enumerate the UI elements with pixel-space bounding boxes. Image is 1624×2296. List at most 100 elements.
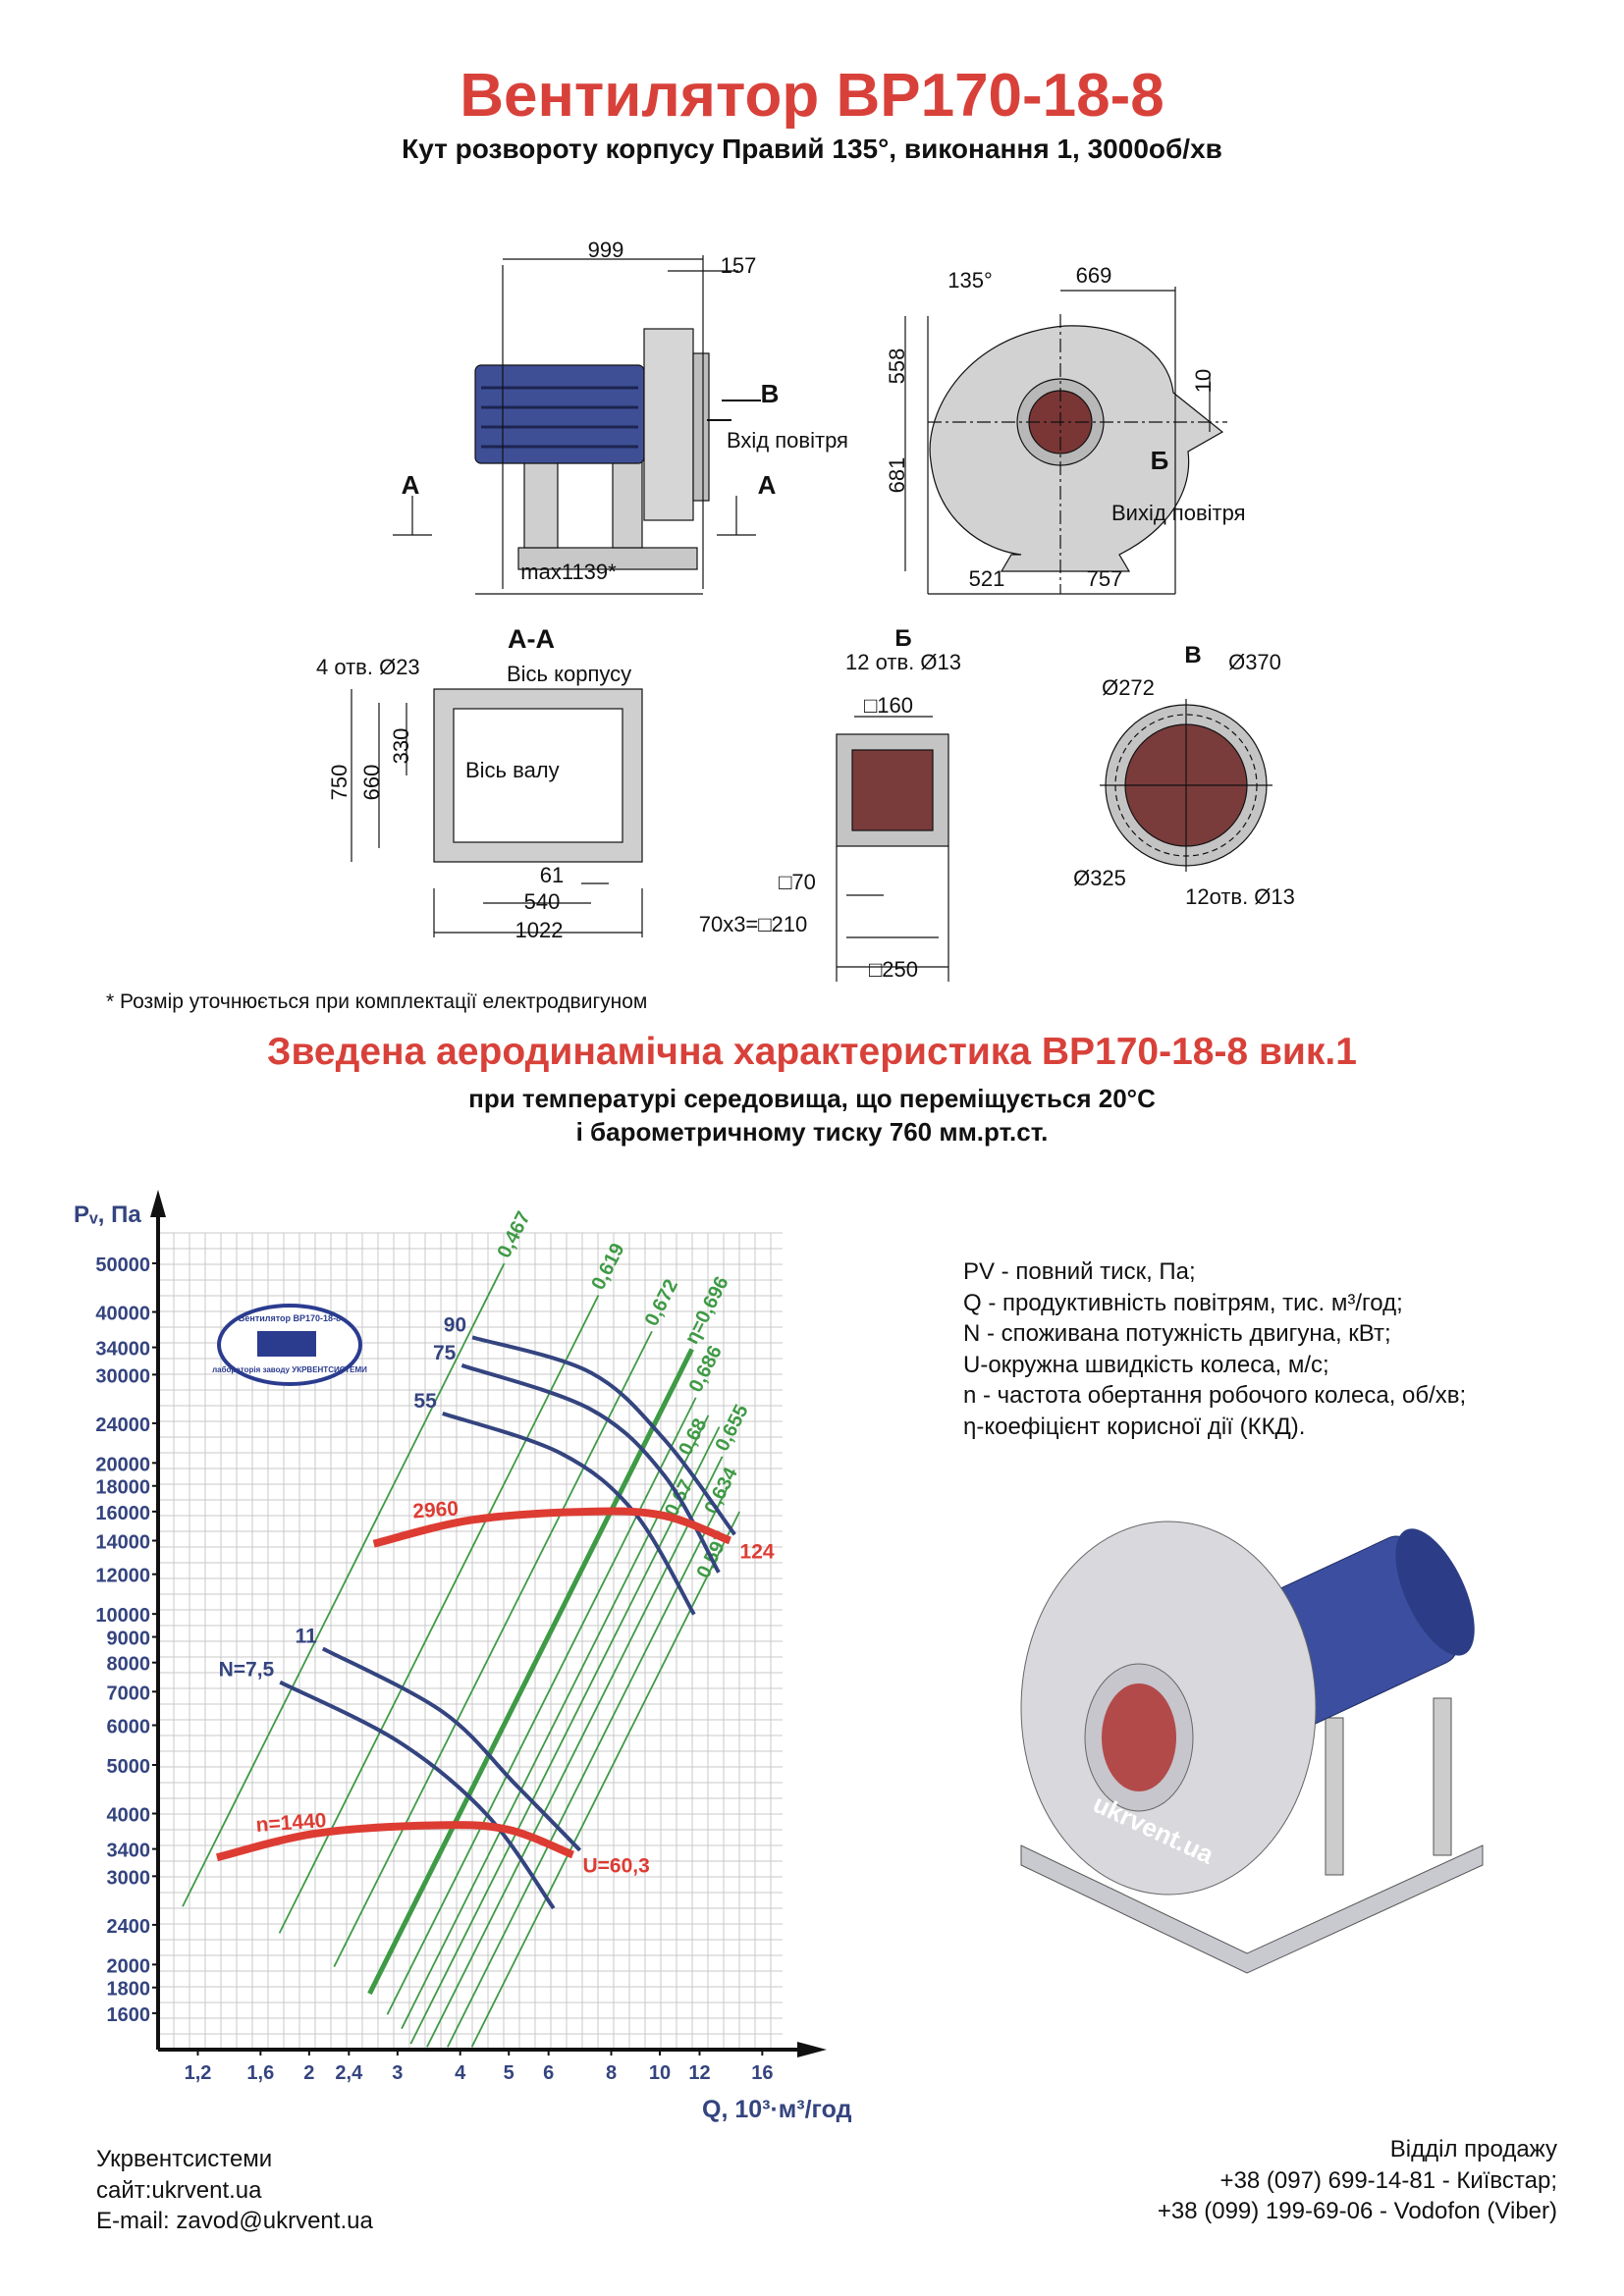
section-subtitle-2: і барометричному тиску 760 мм.рт.ст. — [575, 1117, 1049, 1147]
y-tick-label: 7000 — [107, 1682, 151, 1704]
y-tick-label: 10000 — [95, 1605, 150, 1627]
dim-750: 750 — [327, 765, 352, 801]
legend-item: n - частота обертання робочого колеса, о… — [963, 1382, 1467, 1410]
legend-item: PV - повний тиск, Па; — [963, 1258, 1196, 1285]
air-inlet-label: Вхід повітря — [727, 428, 848, 453]
x-tick-label: 2 — [303, 2062, 314, 2084]
power-curve-label: N=7,5 — [219, 1659, 275, 1682]
y-tick-label: 34000 — [95, 1339, 150, 1361]
footer-sales: Відділ продажу +38 (097) 699-14-81 - Киї… — [1158, 2134, 1557, 2227]
power-curve-label: 11 — [296, 1625, 318, 1647]
legend-item: Q - продуктивність повітрям, тис. м³/год… — [963, 1289, 1403, 1316]
y-tick-label: 2400 — [107, 1916, 151, 1938]
x-axis-label: Q, 10³·м³/год — [702, 2096, 852, 2123]
x-tick-label: 1,6 — [246, 2062, 274, 2084]
y-tick-label: 6000 — [107, 1717, 151, 1738]
x-tick-label: 3 — [392, 2062, 403, 2084]
dim-558: 558 — [885, 348, 909, 385]
dim-330: 330 — [389, 728, 413, 765]
efficiency-line — [426, 1456, 724, 2048]
section-mark-left: А — [402, 470, 420, 500]
sales-title: Відділ продажу — [1389, 2136, 1557, 2163]
y-tick-label: 1600 — [107, 2004, 151, 2026]
dim-521: 521 — [969, 566, 1005, 591]
outlet-flange-view — [836, 716, 949, 982]
x-tick-label: 8 — [606, 2062, 617, 2084]
dim-70: □70 — [779, 870, 816, 894]
dim-757: 757 — [1087, 566, 1123, 591]
website[interactable]: сайт:ukrvent.ua — [96, 2176, 262, 2204]
y-tick-label: 5000 — [107, 1756, 151, 1778]
y-tick-label: 12000 — [95, 1566, 150, 1587]
speed-curve-label: n=1440 — [255, 1809, 327, 1837]
inlet-holes-label: 12отв. Ø13 — [1185, 884, 1295, 909]
footnote: * Розмір уточнюється при комплектації ел… — [106, 990, 648, 1013]
holes-d23-label: 4 отв. Ø23 — [316, 655, 420, 679]
stamp-fan-icon — [257, 1331, 316, 1357]
dim-157: 157 — [721, 253, 757, 278]
x-tick-label: 16 — [751, 2062, 773, 2084]
phone-kyivstar[interactable]: +38 (097) 699-14-81 - Київстар; — [1219, 2166, 1557, 2194]
y-tick-label: 2000 — [107, 1955, 151, 1977]
section-subtitle-1: при температурі середовища, що переміщує… — [468, 1084, 1156, 1113]
efficiency-line — [367, 1348, 694, 1996]
efficiency-label: 0,634 — [700, 1464, 742, 1518]
legend-item: N - споживана потужність двигуна, кВт; — [963, 1320, 1391, 1348]
efficiency-label: η=0,696 — [681, 1273, 733, 1348]
y-tick-label: 3000 — [107, 1867, 151, 1889]
efficiency-line — [333, 1330, 653, 1967]
section-title: Зведена аеродинамічна характеристика ВР1… — [267, 1031, 1357, 1073]
technical-drawings: 999 157 В Вхід повітря А А max1139* 135°… — [316, 238, 1295, 982]
efficiency-line — [182, 1262, 506, 1907]
speed-curve — [372, 1507, 731, 1548]
efficiency-label: 0,619 — [587, 1240, 628, 1294]
view-v-title: В — [1184, 642, 1201, 668]
stamp-text-top: Вентилятор ВР170-18-8 — [239, 1313, 341, 1323]
efficiency-line — [470, 1511, 741, 2048]
dim-1022: 1022 — [515, 918, 564, 942]
efficiency-line — [409, 1426, 721, 2045]
page-subtitle: Кут розвороту корпусу Правий 135°, викон… — [402, 133, 1222, 164]
dim-210: 70х3=□210 — [699, 912, 808, 936]
dim-681: 681 — [885, 457, 909, 494]
dim-d370: Ø370 — [1228, 650, 1281, 674]
y-tick-label: 1800 — [107, 1979, 151, 2001]
legend: PV - повний тиск, Па; Q - продуктивність… — [963, 1256, 1466, 1443]
dim-160: □160 — [864, 693, 913, 718]
aerodynamic-chart: Вентилятор ВР170-18-8 лабораторія заводу … — [74, 1190, 852, 2123]
section-mark-right: А — [758, 470, 777, 500]
y-tick-label: 20000 — [95, 1454, 150, 1475]
stamp-text-bottom: лабораторія заводу УКРВЕНТСИСТЕМИ — [212, 1365, 367, 1374]
y-tick-label: 4000 — [107, 1805, 151, 1827]
y-tick-label: 50000 — [95, 1255, 150, 1276]
y-tick-label: 3400 — [107, 1841, 151, 1862]
section-aa-title: А-А — [508, 624, 555, 654]
company-name: Укрвентсистеми — [96, 2146, 273, 2172]
side-view — [393, 255, 761, 595]
housing-axis-label: Вісь корпусу — [507, 662, 631, 686]
speed-curve — [216, 1821, 575, 1862]
outlet-holes-label: 12 отв. Ø13 — [845, 650, 961, 674]
y-axis-arrow-icon — [150, 1190, 166, 1217]
dim-max1139: max1139* — [520, 560, 617, 584]
efficiency-line — [278, 1295, 600, 1934]
dim-250: □250 — [869, 957, 918, 982]
power-curve-label: 75 — [433, 1342, 457, 1364]
dim-61: 61 — [540, 863, 564, 887]
efficiency-line — [447, 1486, 729, 2048]
speed-curve-label: 2960 — [412, 1497, 460, 1522]
dim-669: 669 — [1076, 263, 1112, 288]
legend-item: η-коефіцієнт корисної дії (ККД). — [963, 1413, 1306, 1440]
power-curve — [279, 1680, 556, 1910]
speed-end-label: 124 — [740, 1541, 775, 1564]
view-b-title: Б — [894, 625, 911, 652]
fan-3d-image: ukrvent.ua — [1020, 1521, 1484, 1974]
dim-999: 999 — [588, 238, 624, 262]
power-curve — [471, 1335, 736, 1536]
power-curve — [442, 1412, 696, 1616]
email[interactable]: E-mail: zavod@ukrvent.ua — [96, 2208, 373, 2235]
x-tick-label: 6 — [543, 2062, 554, 2084]
phone-vodafone[interactable]: +38 (099) 199-69-06 - Vodofon (Viber) — [1157, 2198, 1557, 2225]
dim-d272: Ø272 — [1102, 675, 1155, 700]
page-title: Вентилятор ВР170-18-8 — [460, 62, 1164, 130]
